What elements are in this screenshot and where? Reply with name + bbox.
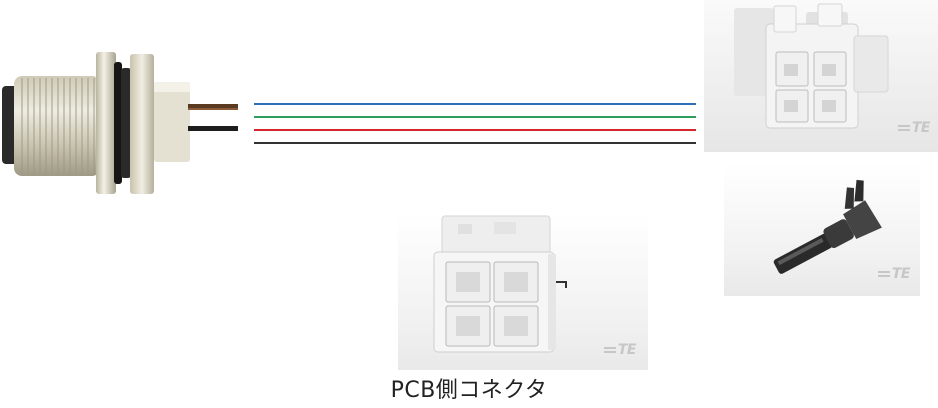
te-logo: TE [877,266,911,282]
te-logo: TE [603,342,637,358]
m12-panel-connector [0,48,250,208]
pcb-header-photo: TE [398,212,648,370]
pcb-connector-caption: PCB側コネクタ [390,378,548,403]
receptacle-housing-photo: TE [704,0,938,152]
wire-bundle [254,103,696,144]
te-logo: TE [897,120,931,136]
crimp-terminal-photo: TE [724,164,920,296]
